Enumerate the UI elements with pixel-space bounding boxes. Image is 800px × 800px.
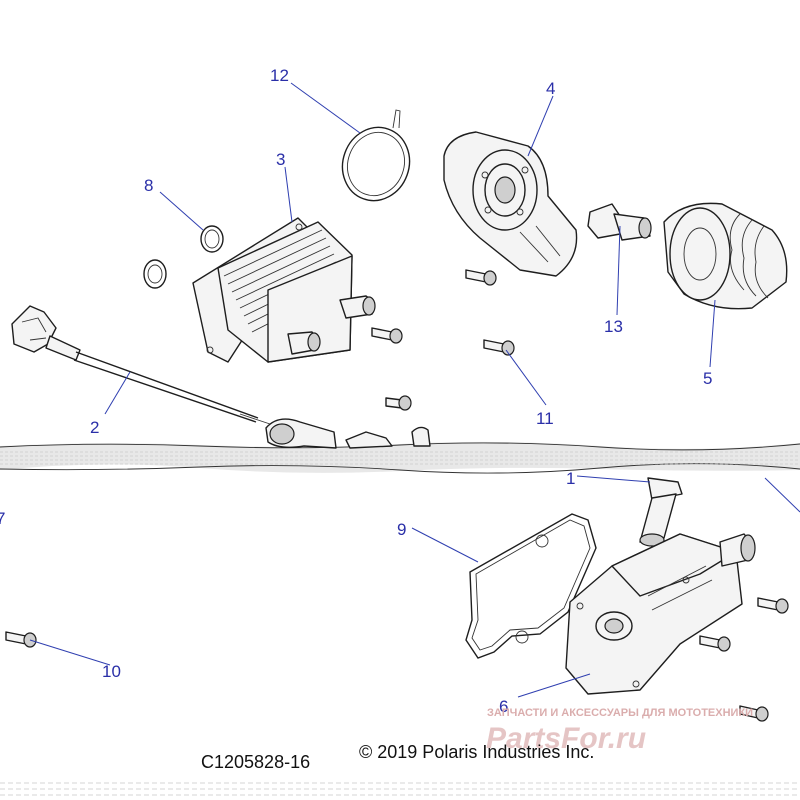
diagram-code: C1205828-16	[201, 752, 310, 772]
callout-9: 9	[397, 520, 406, 539]
callout-2: 2	[90, 418, 99, 437]
callout-1: 1	[566, 469, 575, 488]
callout-5: 5	[703, 369, 712, 388]
oil-cooler-part	[192, 217, 376, 363]
oil-filter-housing-part	[565, 533, 756, 695]
callout-7: 7	[0, 509, 5, 528]
leader-lines	[29, 82, 800, 698]
callout-11: 11	[536, 409, 554, 428]
callout-12: 12	[270, 66, 289, 85]
cover-gasket-part	[465, 513, 597, 659]
mounting-bolts-lower	[5, 597, 789, 722]
callout-3: 3	[276, 150, 285, 169]
small-o-rings-part	[143, 225, 224, 289]
mounting-bolts-upper	[371, 269, 515, 411]
hose-fitting-upper	[265, 418, 431, 449]
torn-edge-separator	[0, 441, 800, 474]
callout-4: 4	[546, 79, 555, 98]
seal-ring-part	[341, 109, 411, 202]
oil-filter-part	[663, 202, 788, 310]
watermark-brand: PartsFor.ru	[486, 722, 646, 755]
callout-10: 10	[102, 662, 121, 681]
callout-13: 13	[604, 317, 623, 336]
watermark-tagline: ЗАПЧАСТИ И АКСЕССУАРЫ ДЛЯ МОТОТЕХНИКИ	[487, 707, 753, 719]
dipstick-part	[11, 305, 271, 425]
copyright-text: © 2019 Polaris Industries Inc.	[359, 742, 594, 762]
coolant-tube-part	[639, 477, 683, 547]
watermark: ЗАПЧАСТИ И АКСЕССУАРЫ ДЛЯ МОТОТЕХНИКИ Pa…	[486, 707, 753, 755]
filter-adapter-part	[443, 131, 578, 277]
bottom-edge-noise	[0, 782, 800, 796]
callout-6: 6	[499, 697, 508, 716]
callout-8: 8	[144, 176, 153, 195]
callout-labels: 1 2 3 4 5 6 7 8 9 10 11 12 13	[0, 66, 712, 716]
center-bolt-part	[587, 203, 652, 241]
